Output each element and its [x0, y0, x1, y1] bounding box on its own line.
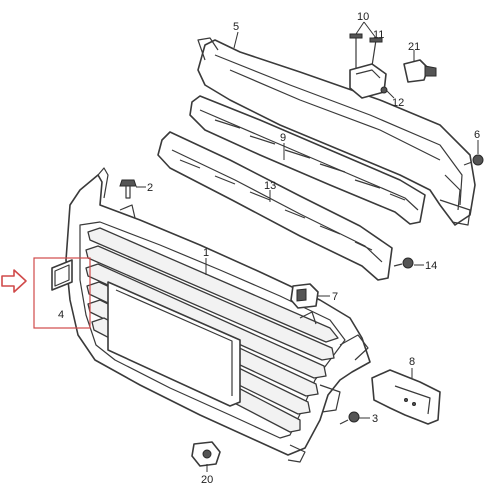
- emblem-highlight-box: [33, 257, 91, 329]
- callout-7: 7: [332, 291, 338, 303]
- part-2-screw: [119, 179, 137, 199]
- part-1-radiator-grille: [65, 167, 371, 463]
- part-5-upper-bracket: [197, 37, 476, 226]
- highlight-arrow-icon: [1, 269, 27, 293]
- part-9-trim-strip: [189, 95, 426, 225]
- part-3-screw: [339, 411, 360, 425]
- part-8-bracket: [371, 369, 441, 425]
- callout-14: 14: [425, 260, 437, 272]
- callout-20: 20: [201, 474, 213, 486]
- callout-21: 21: [408, 41, 420, 53]
- callout-4: 4: [58, 309, 64, 321]
- leader-lines: [136, 21, 479, 472]
- part-10-11-12-sensor-mount: [349, 33, 388, 99]
- callout-5: 5: [233, 21, 239, 33]
- callout-8: 8: [409, 356, 415, 368]
- part-13-lower-trim: [157, 131, 393, 281]
- callout-2: 2: [147, 182, 153, 194]
- callout-6: 6: [474, 129, 480, 141]
- callout-13: 13: [264, 180, 276, 192]
- callout-1: 1: [203, 247, 209, 259]
- callout-labels: 5 10 11 21 12 6 9 13 2 1 14 7 4 8 3 20: [58, 11, 480, 486]
- part-20-connector: [191, 441, 221, 467]
- part-21-sensor: [403, 59, 437, 83]
- callout-12: 12: [392, 97, 404, 109]
- part-4-emblem: [51, 259, 73, 291]
- part-7-clip: [290, 283, 319, 309]
- callout-10: 10: [357, 11, 369, 23]
- part-6-screw: [463, 154, 484, 166]
- callout-11: 11: [373, 29, 384, 41]
- part-14-screw: [393, 257, 414, 269]
- callout-3: 3: [372, 413, 378, 425]
- callout-9: 9: [280, 132, 286, 144]
